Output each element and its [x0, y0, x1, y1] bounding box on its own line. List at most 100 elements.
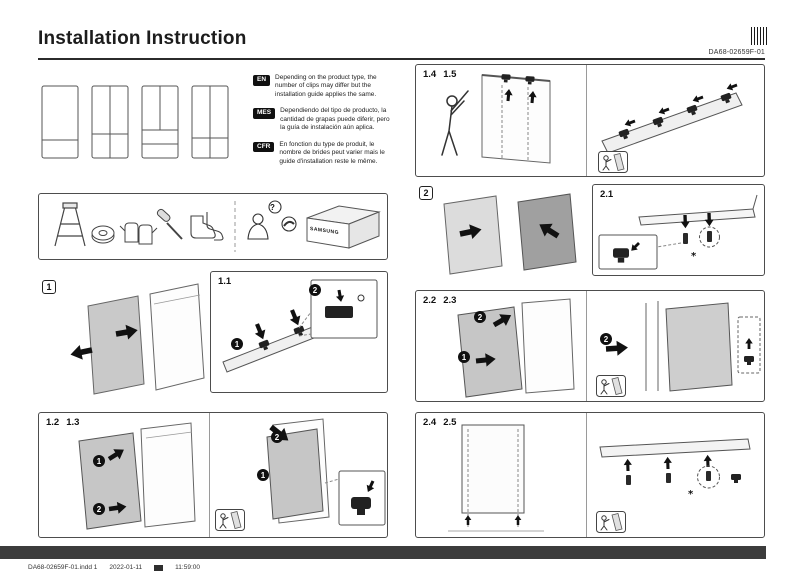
clip-icon [683, 233, 688, 244]
label-1-2: 1.2 [46, 417, 60, 428]
lang-tag-mes: MES [253, 108, 276, 119]
note-mes: MES Dependiendo del tipo de producto, la… [253, 107, 395, 132]
panel-2-5-svg: * [596, 438, 751, 533]
note-en: EN Depending on the product type, the nu… [253, 74, 395, 99]
door-panel-front [461, 424, 525, 514]
panel-1-4-1-5-label: 1.4 1.5 [423, 69, 456, 80]
clip-icon [626, 475, 631, 485]
handling-caution-icon [215, 509, 245, 531]
step-1-svg [68, 283, 205, 395]
label-2-1: 2.1 [600, 189, 614, 200]
imprint-time: 11:59:00 [175, 564, 200, 571]
arrow-icon [623, 117, 637, 129]
panel-1-1-label: 1.1 [218, 276, 231, 287]
door-panel [457, 306, 523, 398]
arrow-icon [251, 321, 269, 342]
panel-2-1: 2.1 * [592, 184, 765, 276]
clip-icon [731, 474, 741, 483]
door-type-2-icon [91, 85, 129, 159]
panel-2-1-label: 2.1 [600, 189, 613, 200]
panel-2-4-2-5: 2.4 2.5 * [415, 412, 765, 538]
handling-caution-icon [596, 375, 626, 397]
panel-1-2-1-3-label: 1.2 1.3 [46, 417, 79, 428]
door-type-3-icon [141, 85, 179, 159]
panel-1-4-svg [441, 73, 551, 164]
label-2-3: 2.3 [443, 295, 457, 306]
panel-2-2-svg [457, 298, 575, 398]
step-marker-2: 2 [309, 284, 321, 296]
gloves-icon [119, 222, 158, 245]
step-marker-1: 1 [231, 338, 243, 350]
fridge-frame [140, 422, 196, 528]
label-2-4: 2.4 [423, 417, 437, 428]
highlight-dashed-circle [697, 465, 720, 489]
clip-icon [707, 231, 712, 242]
door-panel [87, 295, 145, 395]
bottom-edge [638, 208, 756, 226]
panel-2-4-svg [448, 424, 544, 532]
tools-svg: ? SAMSUNG [54, 200, 381, 252]
screw-icon [357, 294, 365, 302]
step-2-illustration [434, 190, 584, 276]
arrow-icon [691, 93, 705, 105]
step-marker-2: 2 [271, 431, 283, 443]
arrow-icon [286, 307, 304, 328]
step-2-svg [443, 193, 577, 275]
page-title: Installation Instruction [38, 28, 247, 49]
barcode-icon [751, 27, 768, 45]
tools-and-service-panel: ? SAMSUNG [38, 193, 388, 260]
step-marker-2: 2 [93, 503, 105, 515]
clip-icon [706, 471, 711, 481]
arrow-icon [703, 454, 713, 468]
panel-2-1-svg: * [598, 194, 758, 270]
fridge-frame [521, 298, 575, 394]
label-1-3: 1.3 [66, 417, 80, 428]
door-panel [665, 302, 733, 392]
bottom-edge [599, 438, 751, 458]
lang-tag-en: EN [253, 75, 271, 86]
clip-detail [325, 306, 353, 318]
samsung-service-center: SAMSUNG [306, 205, 381, 249]
step-marker-2: 2 [600, 333, 612, 345]
panel-2-4-2-5-label: 2.4 2.5 [423, 417, 456, 428]
step-1-illustration [58, 278, 208, 396]
panel-1-3-svg [215, 418, 386, 531]
door-panel [266, 428, 324, 520]
imprint-date: 2022-01-11 [109, 564, 143, 571]
step-marker-1: 1 [257, 469, 269, 481]
clip-icon [666, 473, 671, 483]
panel-divider [209, 413, 210, 537]
asterisk-note: * [691, 251, 697, 262]
note-text-mes: Dependiendo del tipo de producto, la can… [280, 107, 390, 132]
note-text-cfr: En fonction du type de produit, le nombr… [279, 140, 385, 165]
label-1-5: 1.5 [443, 69, 457, 80]
door-type-1-icon [41, 85, 79, 159]
step-marker-1: 1 [93, 455, 105, 467]
arrow-icon [514, 515, 522, 525]
panel-1-4-1-5: 1.4 1.5 [415, 64, 765, 177]
panel-divider [586, 65, 587, 176]
panel-2-2-2-3: 2.2 2.3 2 1 2 [415, 290, 765, 402]
installer-figure [441, 90, 469, 156]
screwdriver-icon [156, 208, 183, 240]
label-2-5: 2.5 [443, 417, 457, 428]
asterisk-note: * [688, 489, 694, 500]
question-bubble-icon [268, 200, 282, 214]
language-notes: EN Depending on the product type, the nu… [253, 74, 395, 174]
note-cfr: CFR En fonction du type de produit, le n… [253, 141, 395, 166]
samsung-logo: SAMSUNG [310, 226, 339, 236]
panel-1-2-1-3: 1.2 1.3 1 2 2 1 [38, 412, 388, 538]
arrow-icon [464, 515, 472, 525]
panel-1-1: 1.1 1 2 [210, 271, 388, 393]
arrow-left-icon [68, 342, 94, 362]
step-marker-2: 2 [474, 311, 486, 323]
note-text-en: Depending on the product type, the numbe… [275, 74, 377, 98]
step-stool-icon [54, 202, 86, 247]
panel-1-1-svg [222, 279, 378, 373]
label-1-1: 1.1 [218, 276, 232, 287]
panel-2-2-2-3-label: 2.2 2.3 [423, 295, 456, 306]
step-marker-1: 1 [458, 351, 470, 363]
arrow-icon [663, 456, 673, 470]
panel-1-5-svg [598, 81, 743, 173]
handling-caution-icon [596, 511, 626, 533]
